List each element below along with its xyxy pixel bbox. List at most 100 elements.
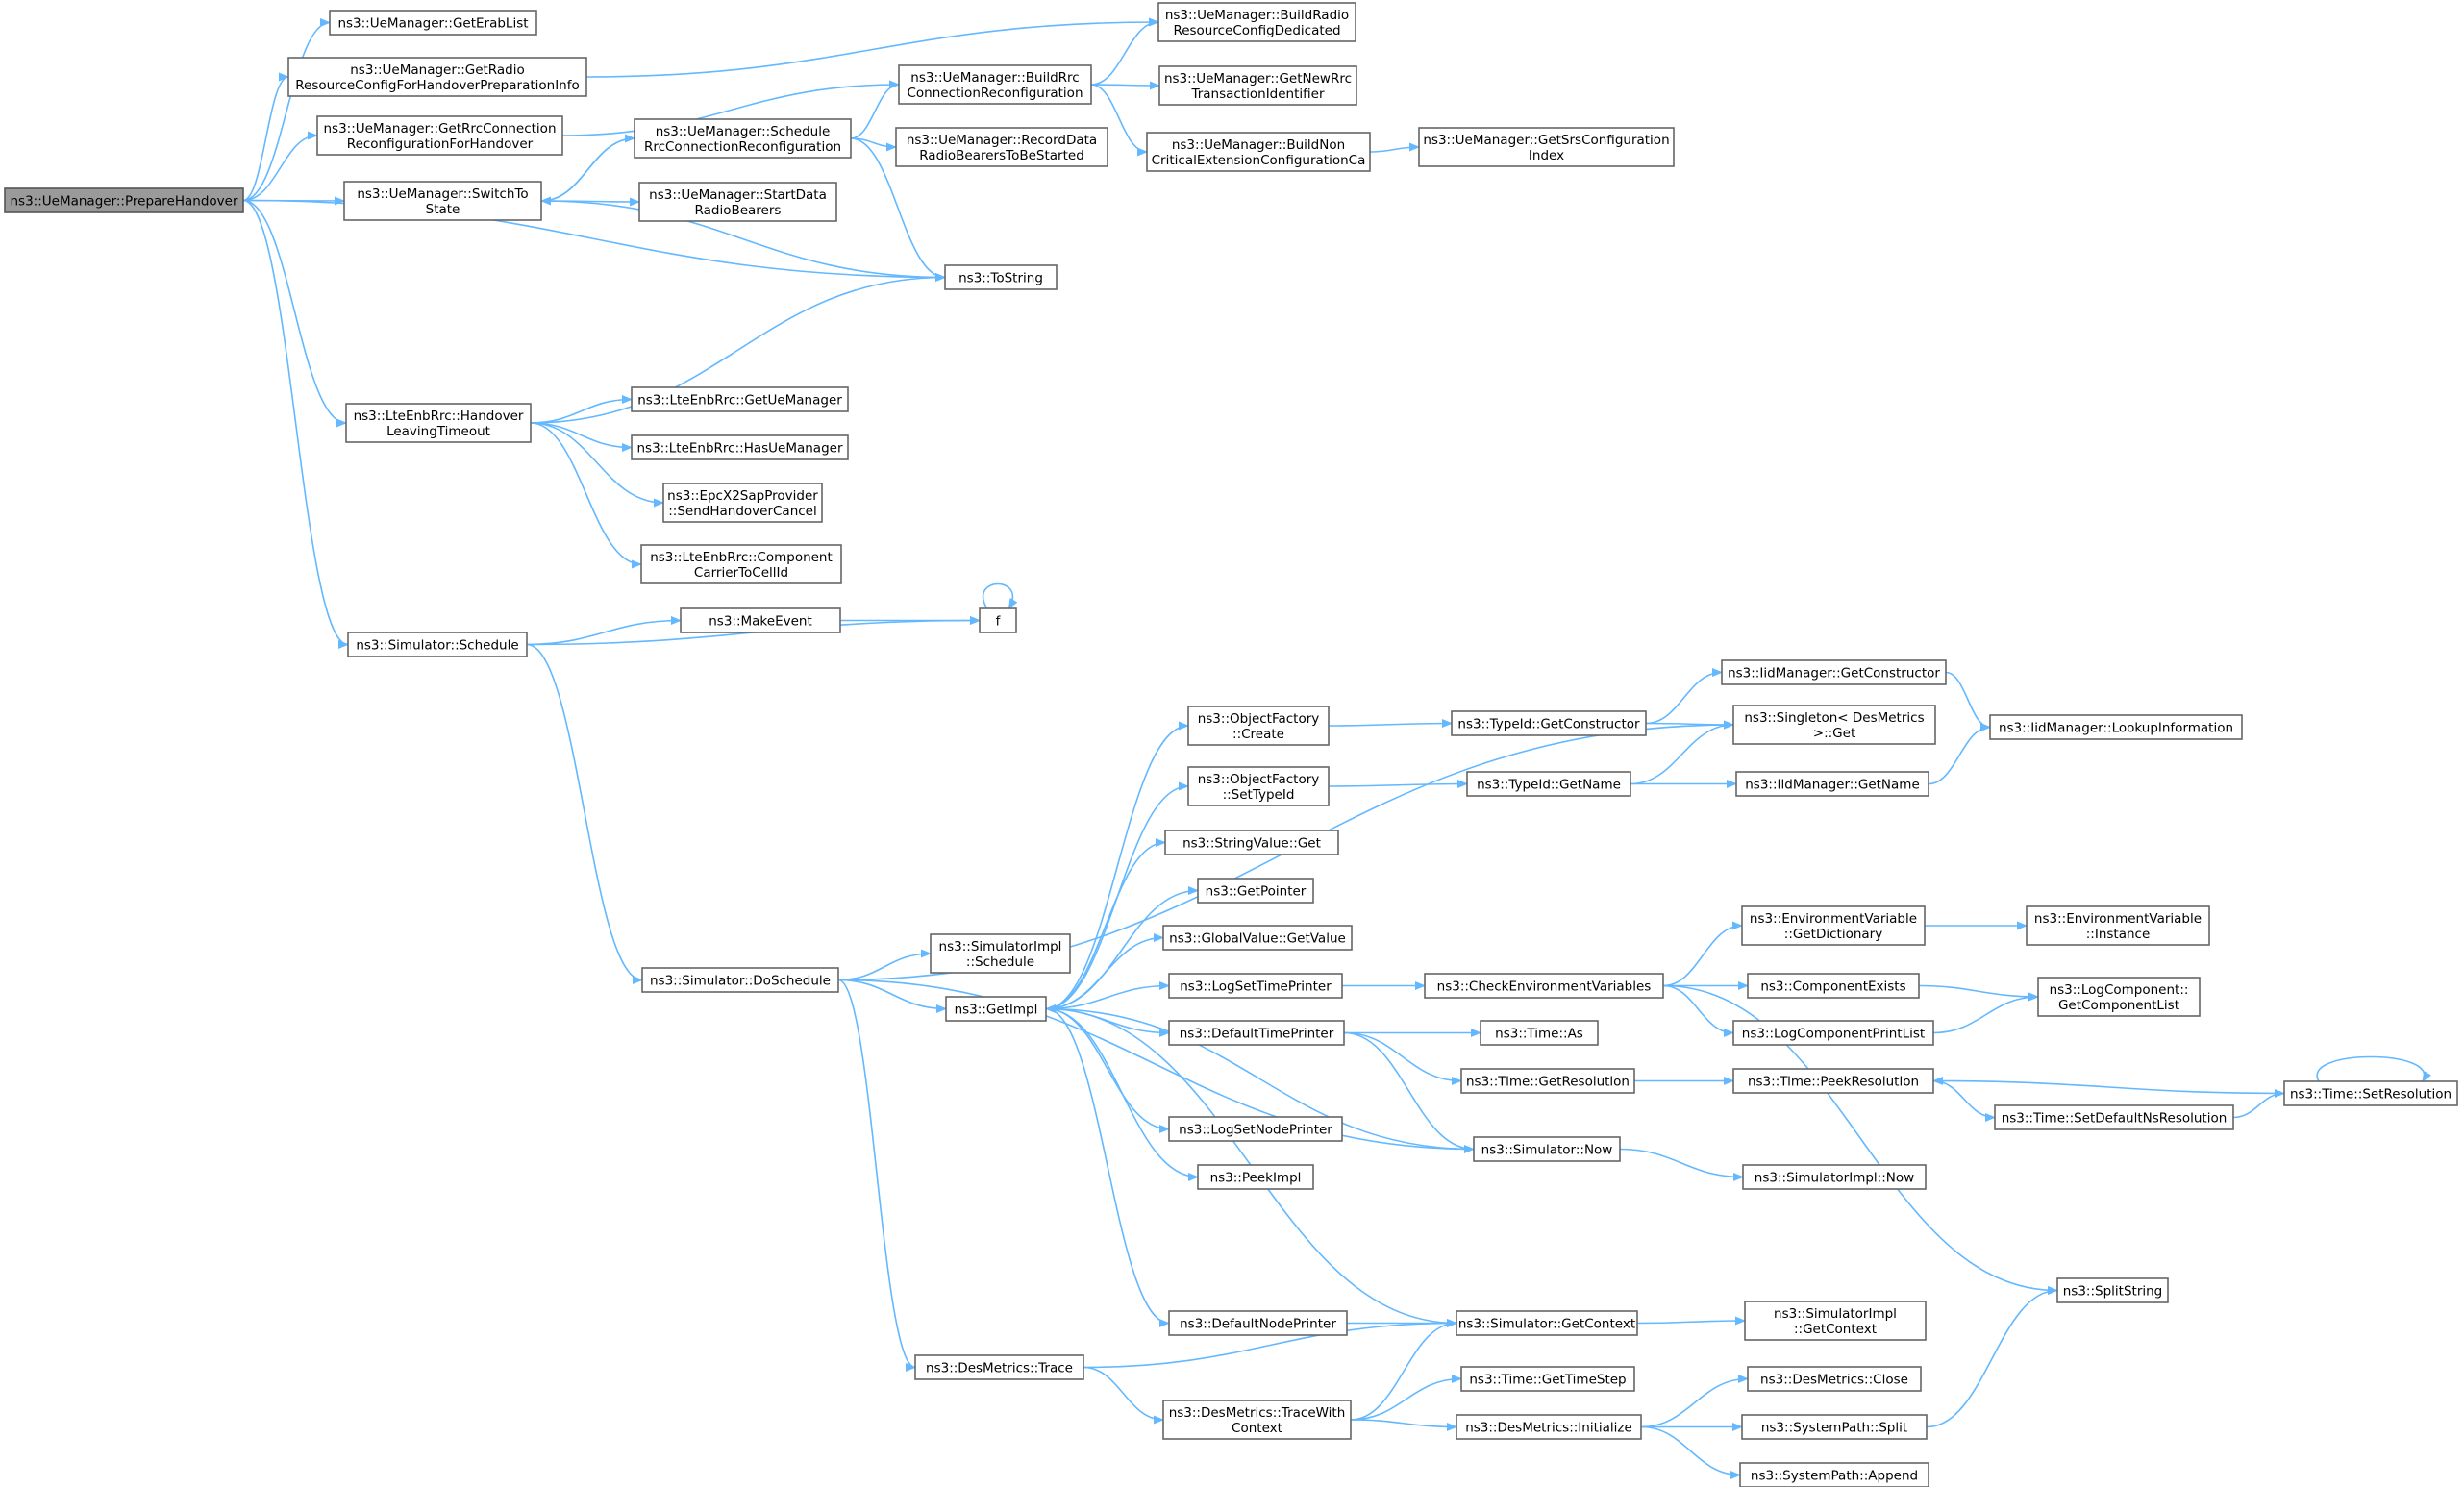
node-simImplNow[interactable]: ns3::SimulatorImpl::Now — [1742, 1164, 1927, 1190]
node-logCompGetList[interactable]: ns3::LogComponent::GetComponentList — [2037, 977, 2201, 1017]
node-hasUeMgr[interactable]: ns3::LteEnbRrc::HasUeManager — [631, 434, 849, 460]
node-box — [1187, 706, 1330, 746]
edge-getRrcConn-to-buildRrc — [561, 80, 901, 136]
node-label: ns3::LteEnbRrc::Component — [650, 550, 833, 565]
node-timeGetRes[interactable]: ns3::Time::GetResolution — [1460, 1068, 1635, 1094]
node-box — [1732, 1068, 1934, 1094]
node-box — [1744, 1301, 1927, 1341]
node-defTime[interactable]: ns3::DefaultTimePrinter — [1168, 1020, 1345, 1046]
node-getRadio[interactable]: ns3::UeManager::GetRadioResourceConfigFo… — [287, 57, 587, 97]
node-splitString[interactable]: ns3::SplitString — [2056, 1277, 2169, 1303]
node-spAppend[interactable]: ns3::SystemPath::Append — [1739, 1462, 1929, 1487]
node-envGetDict[interactable]: ns3::EnvironmentVariable::GetDictionary — [1741, 905, 1926, 946]
node-compExists[interactable]: ns3::ComponentExists — [1747, 973, 1920, 999]
node-desClose[interactable]: ns3::DesMetrics::Close — [1747, 1366, 1922, 1392]
node-epcX2[interactable]: ns3::EpcX2SapProvider::SendHandoverCance… — [662, 483, 823, 523]
node-defNode[interactable]: ns3::DefaultNodePrinter — [1168, 1310, 1348, 1336]
node-simGetCtx[interactable]: ns3::Simulator::GetContext — [1456, 1310, 1638, 1336]
edge-getImpl-to-strValGet — [1045, 838, 1167, 1010]
node-getNewRrc[interactable]: ns3::UeManager::GetNewRrcTransactionIden… — [1158, 65, 1357, 106]
node-logCompPrint[interactable]: ns3::LogComponentPrintList — [1732, 1020, 1934, 1046]
node-simSchedule[interactable]: ns3::Simulator::Schedule — [347, 632, 528, 657]
node-box — [1168, 1020, 1345, 1046]
node-getErab[interactable]: ns3::UeManager::GetErabList — [329, 10, 537, 36]
node-label: LeavingTimeout — [386, 424, 490, 439]
edge-hlt-to-getUeMgr — [530, 395, 634, 424]
node-box — [329, 10, 537, 36]
node-label: ResourceConfigDedicated — [1173, 23, 1340, 38]
edge-prep-to-simSchedule — [242, 199, 350, 649]
edge-simGetCtx-to-simImplGetCtx — [1636, 1316, 1747, 1326]
node-label: >::Get — [1813, 726, 1855, 741]
node-peekRes[interactable]: ns3::Time::PeekResolution — [1732, 1068, 1934, 1094]
node-getRrcConn[interactable]: ns3::UeManager::GetRrcConnectionReconfig… — [316, 115, 563, 156]
node-box — [1456, 1310, 1638, 1336]
edge-logCompPrint-to-logCompGetList — [1932, 992, 2040, 1034]
node-timeGetStep[interactable]: ns3::Time::GetTimeStep — [1460, 1366, 1635, 1392]
node-singleton[interactable]: ns3::Singleton< DesMetrics>::Get — [1732, 705, 1936, 745]
node-simImplGetCtx[interactable]: ns3::SimulatorImpl::GetContext — [1744, 1301, 1927, 1341]
node-label: ns3::LteEnbRrc::Handover — [354, 409, 524, 424]
node-ofCreate[interactable]: ns3::ObjectFactory::Create — [1187, 706, 1330, 746]
node-spSplit[interactable]: ns3::SystemPath::Split — [1741, 1414, 1928, 1440]
edge-layer — [242, 17, 2431, 1479]
node-label: ns3::UeManager::GetSrsConfiguration — [1423, 133, 1669, 148]
node-label: ns3::GetImpl — [955, 1003, 1038, 1018]
node-label: CarrierToCellId — [694, 565, 788, 581]
node-getImpl[interactable]: ns3::GetImpl — [945, 996, 1047, 1022]
node-iidGetName[interactable]: ns3::IidManager::GetName — [1735, 771, 1929, 797]
edge-desTrace-to-simGetCtx — [1083, 1319, 1458, 1369]
node-label: RadioBearersToBeStarted — [919, 148, 1084, 163]
node-getUeMgr[interactable]: ns3::LteEnbRrc::GetUeManager — [631, 386, 849, 412]
node-buildNon[interactable]: ns3::UeManager::BuildNonCriticalExtensio… — [1146, 132, 1371, 172]
node-simImplSched[interactable]: ns3::SimulatorImpl::Schedule — [930, 933, 1071, 974]
node-checkEnv[interactable]: ns3::CheckEnvironmentVariables — [1424, 973, 1664, 999]
node-iidLookup[interactable]: ns3::IidManager::LookupInformation — [1989, 714, 2243, 740]
node-box — [1460, 1068, 1635, 1094]
node-gvGetValue[interactable]: ns3::GlobalValue::GetValue — [1162, 925, 1353, 951]
node-simNow[interactable]: ns3::Simulator::Now — [1473, 1136, 1621, 1162]
node-desTrace[interactable]: ns3::DesMetrics::Trace — [914, 1354, 1084, 1380]
node-peekImpl[interactable]: ns3::PeekImpl — [1197, 1164, 1314, 1190]
node-tidGetCons[interactable]: ns3::TypeId::GetConstructor — [1451, 710, 1647, 736]
node-getPointer[interactable]: ns3::GetPointer — [1197, 878, 1314, 904]
node-makeEvent[interactable]: ns3::MakeEvent — [680, 607, 841, 633]
node-desInit[interactable]: ns3::DesMetrics::Initialize — [1456, 1414, 1642, 1440]
node-label: ns3::SystemPath::Split — [1761, 1421, 1907, 1436]
node-logSetNode[interactable]: ns3::LogSetNodePrinter — [1168, 1116, 1343, 1142]
node-ofSetTypeId[interactable]: ns3::ObjectFactory::SetTypeId — [1187, 766, 1330, 806]
node-box — [1146, 132, 1371, 172]
node-box — [944, 264, 1058, 290]
node-iidGetCons[interactable]: ns3::IidManager::GetConstructor — [1721, 659, 1947, 685]
node-recordData[interactable]: ns3::UeManager::RecordDataRadioBearersTo… — [895, 127, 1108, 167]
node-logSetTime[interactable]: ns3::LogSetTimePrinter — [1168, 973, 1343, 999]
node-setDefNs[interactable]: ns3::Time::SetDefaultNsResolution — [1994, 1104, 2234, 1130]
edge-traceWith-to-desInit — [1350, 1419, 1458, 1431]
node-timeAs[interactable]: ns3::Time::As — [1480, 1020, 1599, 1046]
node-label: ResourceConfigForHandoverPreparationInfo — [295, 78, 580, 93]
node-label: ns3::UeManager::Schedule — [656, 124, 831, 139]
node-strValGet[interactable]: ns3::StringValue::Get — [1164, 830, 1339, 855]
node-tidGetName[interactable]: ns3::TypeId::GetName — [1466, 771, 1631, 797]
node-buildRadioDed[interactable]: ns3::UeManager::BuildRadioResourceConfig… — [1157, 2, 1356, 42]
node-buildRrc[interactable]: ns3::UeManager::BuildRrcConnectionReconf… — [898, 64, 1092, 105]
edge-desInit-to-desClose — [1640, 1375, 1750, 1428]
node-toString[interactable]: ns3::ToString — [944, 264, 1058, 290]
edge-spSplit-to-splitString — [1926, 1286, 2059, 1428]
edge-traceWith-to-timeGetStep — [1350, 1375, 1463, 1421]
node-label: ns3::ToString — [958, 271, 1043, 286]
node-setRes[interactable]: ns3::Time::SetResolution — [2283, 1080, 2458, 1106]
node-schedRrc[interactable]: ns3::UeManager::ScheduleRrcConnectionRec… — [634, 118, 852, 159]
node-prep[interactable]: ns3::UeManager::PrepareHandover — [4, 187, 244, 213]
node-f[interactable]: f — [979, 607, 1017, 633]
node-envInstance[interactable]: ns3::EnvironmentVariable::Instance — [2026, 905, 2210, 946]
edge-prep-to-hlt — [242, 199, 348, 428]
edge-iidGetName-to-iidLookup — [1928, 723, 1992, 785]
node-doSchedule[interactable]: ns3::Simulator::DoSchedule — [641, 967, 839, 993]
